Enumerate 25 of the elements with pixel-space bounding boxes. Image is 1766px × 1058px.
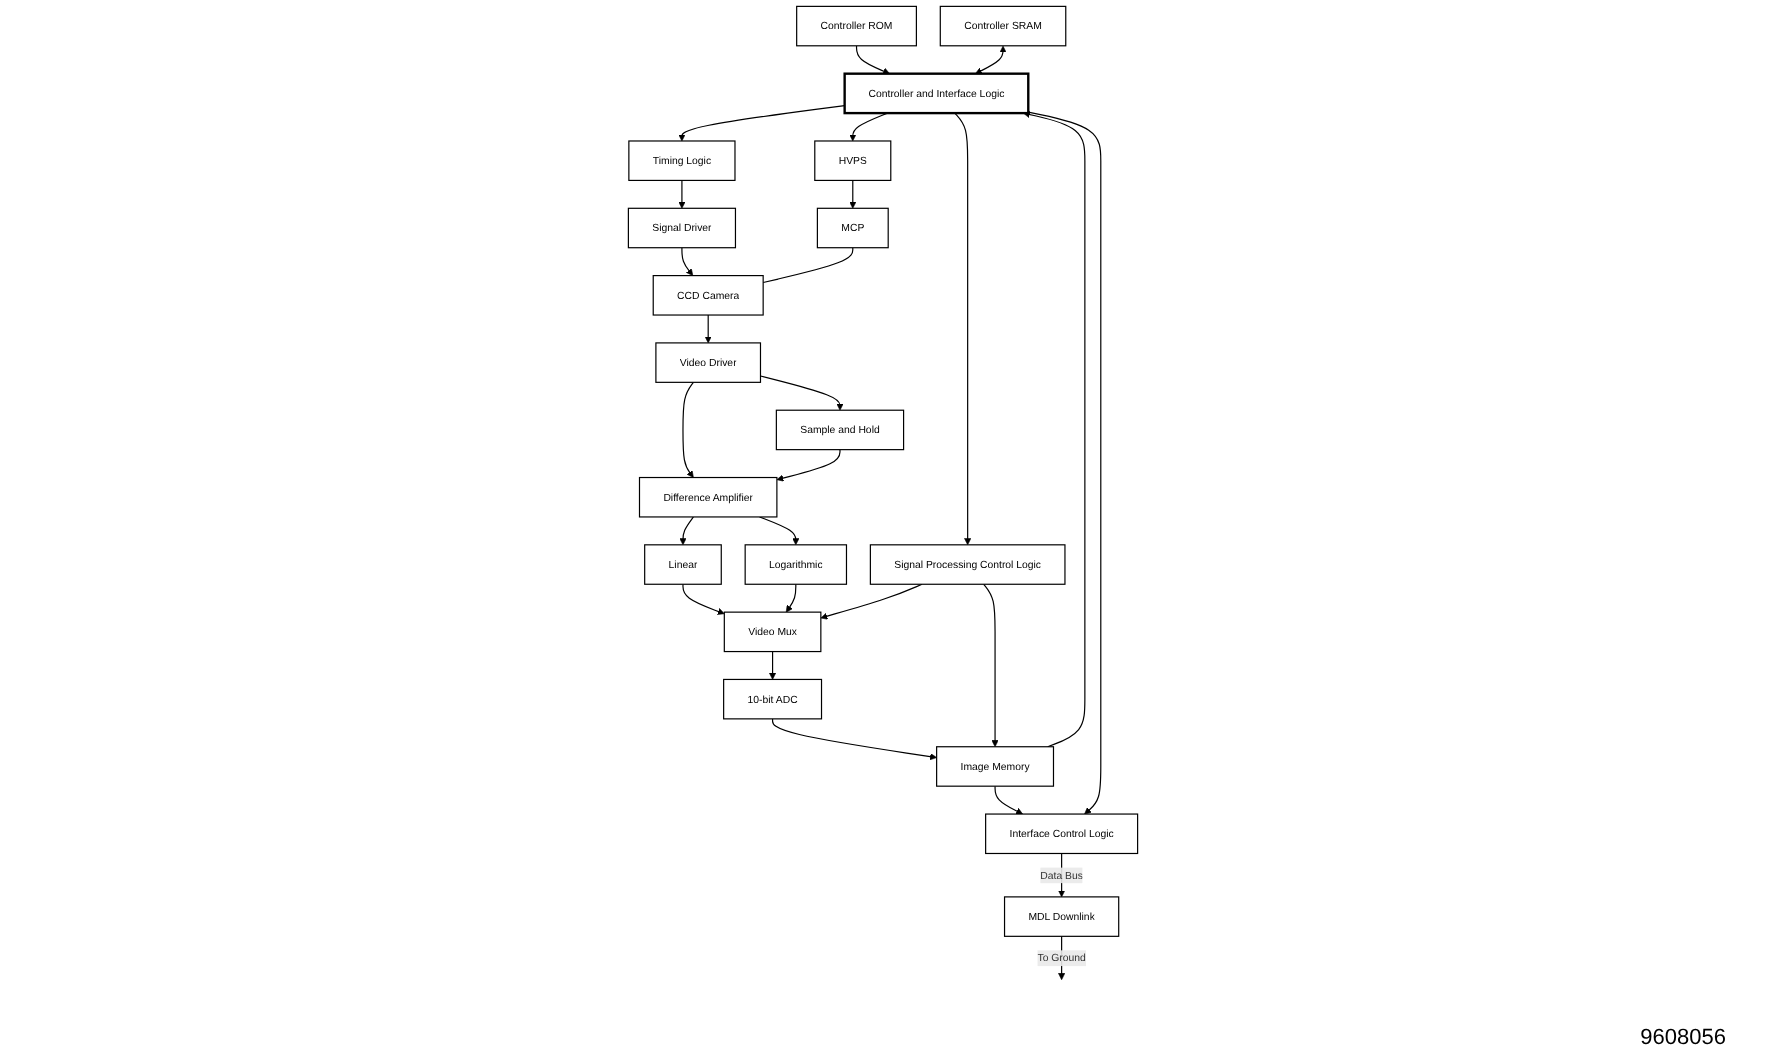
arrow: [785, 583, 797, 613]
figure-number: 9608056: [1640, 1026, 1726, 1050]
arrow: [681, 247, 694, 276]
arrow: [776, 449, 841, 482]
arrow: [1023, 111, 1086, 748]
arrow: [758, 516, 800, 546]
arrow: [1027, 111, 1102, 815]
arrow: [849, 179, 857, 209]
arrow: [682, 583, 725, 615]
arrow: [983, 583, 999, 748]
arrow: [678, 179, 686, 209]
arrow: [678, 104, 846, 142]
arrow: [759, 375, 844, 411]
arrow: [772, 718, 937, 761]
arrow: [769, 650, 777, 680]
arrow: [820, 583, 923, 620]
arrow: [1058, 852, 1066, 898]
arrow: [954, 112, 972, 546]
arrow: [704, 314, 712, 344]
arrow: [975, 45, 1007, 74]
arrow: [682, 381, 694, 478]
arrow: [679, 516, 694, 546]
arrow: [994, 785, 1023, 815]
arrow: [855, 45, 890, 75]
connector: [762, 247, 854, 284]
